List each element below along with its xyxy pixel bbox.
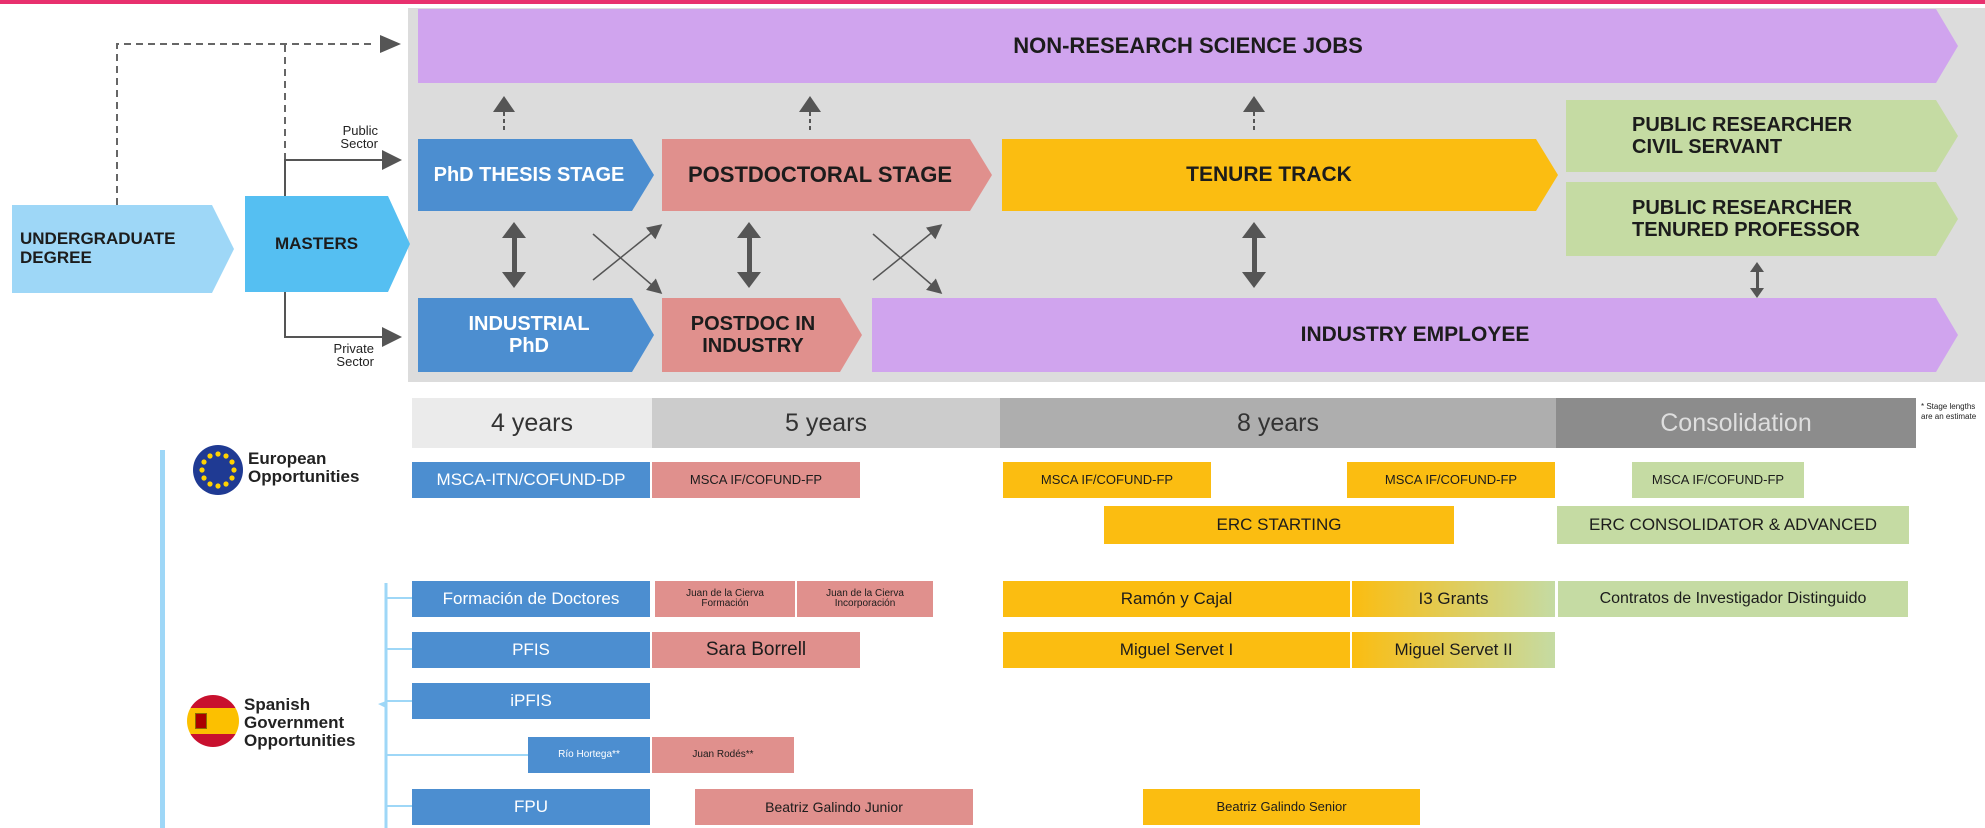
spain-flag-icon [187,695,239,747]
i3-grants: I3 Grants [1352,581,1555,617]
masters-label: MASTERS [274,233,359,253]
msca-if-cofund-fp-consolidation: MSCA IF/COFUND-FP [1632,462,1804,498]
ipfis: iPFIS [412,683,650,719]
postdoc-in-industry-arrow: POSTDOC IN INDUSTRY [662,298,862,372]
masters-arrow: MASTERS [245,196,410,292]
juan-de-la-cierva-incorporacion: Juan de la Cierva Incorporación [797,581,933,617]
msca-if-cofund-fp-tenure-1: MSCA IF/COFUND-FP [1003,462,1211,498]
undergraduate-label: UNDERGRADUATE DEGREE [20,229,176,267]
contratos-investigador-distinguido: Contratos de Investigador Distinguido [1558,581,1908,617]
juan-rodes: Juan Rodés** [652,737,794,773]
pfis: PFIS [412,632,650,668]
rio-hortega: Río Hortega** [528,737,650,773]
eu-flag-icon [193,445,243,495]
phd-thesis-stage-arrow: PhD THESIS STAGE [418,139,654,211]
top-accent-bar [0,0,1985,4]
beatriz-galindo-junior: Beatriz Galindo Junior [695,789,973,825]
industry-employee-label: INDUSTRY EMPLOYEE [1300,323,1530,347]
duration-8-years: 8 years [1000,398,1556,448]
postdoctoral-label: POSTDOCTORAL STAGE [687,161,953,187]
industrial-phd-arrow: INDUSTRIAL PhD [418,298,654,372]
private-sector-label: Private Sector [333,341,374,369]
undergraduate-degree-arrow: UNDERGRADUATE DEGREE [12,205,234,293]
spanish-opportunities-label: Spanish Government Opportunities [244,695,356,750]
duration-4-years: 4 years [412,398,652,448]
phd-thesis-label: PhD THESIS STAGE [433,164,625,186]
miguel-servet-i: Miguel Servet I [1003,632,1350,668]
beatriz-galindo-senior: Beatriz Galindo Senior [1143,789,1420,825]
tenure-track-label: TENURE TRACK [1186,163,1352,187]
ramon-y-cajal: Ramón y Cajal [1003,581,1350,617]
formacion-de-doctores: Formación de Doctores [412,581,650,617]
non-research-science-jobs-arrow: NON-RESEARCH SCIENCE JOBS [418,9,1958,83]
erc-starting: ERC STARTING [1104,506,1454,544]
postdoctoral-stage-arrow: POSTDOCTORAL STAGE [662,139,992,211]
sara-borrell: Sara Borrell [652,632,860,668]
public-researcher-tenured-professor-arrow: PUBLIC RESEARCHER TENURED PROFESSOR [1566,182,1958,256]
tenure-track-arrow: TENURE TRACK [1002,139,1558,211]
civil-servant-label: PUBLIC RESEARCHER CIVIL SERVANT [1632,114,1853,158]
stage-length-note: * Stage lengths are an estimate [1921,402,1977,421]
msca-if-cofund-fp-postdoc: MSCA IF/COFUND-FP [652,462,860,498]
fpu: FPU [412,789,650,825]
industrial-phd-label: INDUSTRIAL PhD [468,313,590,357]
european-opportunities-label: European Opportunities [248,449,360,486]
industry-employee-arrow: INDUSTRY EMPLOYEE [872,298,1958,372]
juan-de-la-cierva-formacion: Juan de la Cierva Formación [655,581,795,617]
public-sector-label: Public Sector [340,123,378,151]
msca-if-cofund-fp-tenure-2: MSCA IF/COFUND-FP [1347,462,1555,498]
public-researcher-civil-servant-arrow: PUBLIC RESEARCHER CIVIL SERVANT [1566,100,1958,172]
msca-itn-cofund-dp: MSCA-ITN/COFUND-DP [412,462,650,498]
tenured-professor-label: PUBLIC RESEARCHER TENURED PROFESSOR [1632,197,1860,241]
non-research-label: NON-RESEARCH SCIENCE JOBS [1013,32,1363,58]
duration-consolidation: Consolidation [1556,398,1916,448]
postdoc-industry-label: POSTDOC IN INDUSTRY [690,313,816,357]
erc-consolidator-advanced: ERC CONSOLIDATOR & ADVANCED [1557,506,1909,544]
duration-5-years: 5 years [652,398,1000,448]
miguel-servet-ii: Miguel Servet II [1352,632,1555,668]
